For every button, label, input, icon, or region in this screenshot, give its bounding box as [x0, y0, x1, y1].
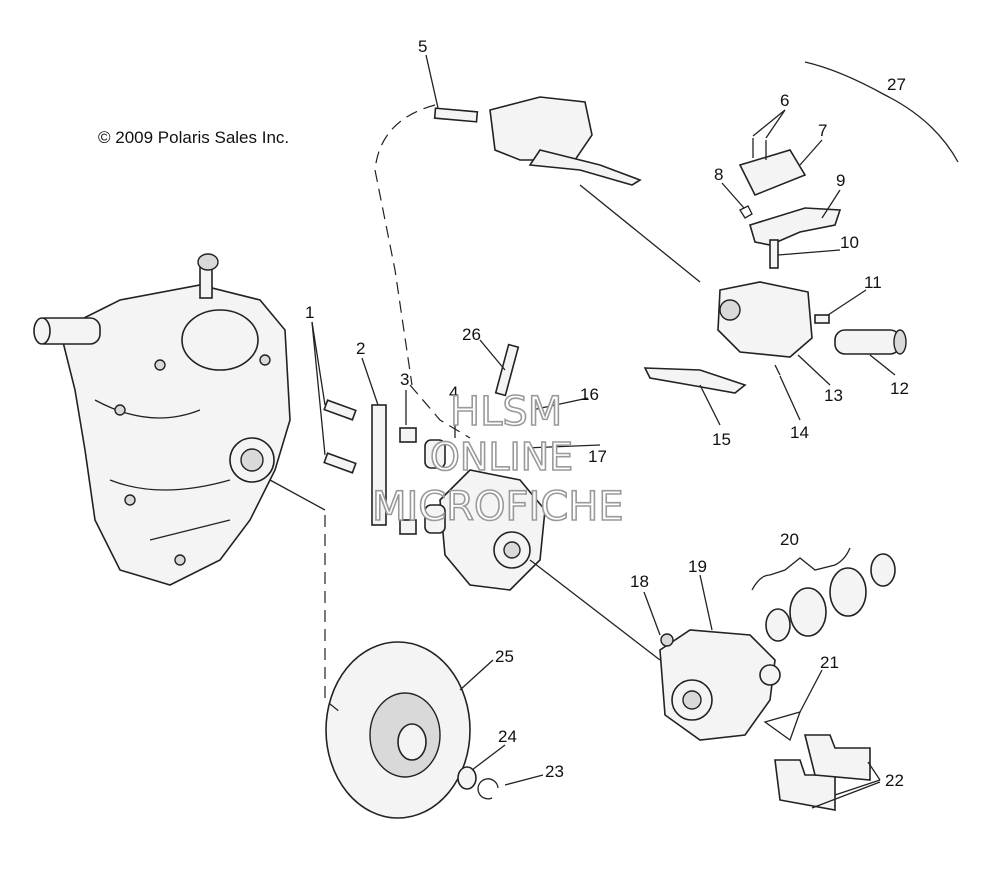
callout-14: 14	[790, 423, 809, 442]
callout-7: 7	[818, 121, 827, 140]
callout-5: 5	[418, 37, 427, 56]
callout-16: 16	[580, 385, 599, 404]
rear-caliper	[659, 629, 781, 741]
callout-3: 3	[400, 370, 409, 389]
pin	[774, 364, 781, 376]
watermark-line-2: ONLINE	[430, 435, 573, 479]
callout-25: 25	[495, 647, 514, 666]
master-cylinder-body	[717, 281, 813, 358]
callout-26: 26	[462, 325, 481, 344]
watermark-line-3: MICROFICHE	[372, 484, 624, 530]
callout-21: 21	[820, 653, 839, 672]
callout-13: 13	[824, 386, 843, 405]
callout-1: 1	[305, 303, 314, 322]
callout-19: 19	[688, 557, 707, 576]
pad-spring	[763, 711, 802, 742]
callout-23: 23	[545, 762, 564, 781]
boot-clip	[814, 314, 830, 324]
washer	[457, 766, 477, 790]
callout-9: 9	[836, 171, 845, 190]
callout-8: 8	[714, 165, 723, 184]
callout-10: 10	[840, 233, 859, 252]
cover-screws	[752, 138, 767, 160]
front-caliper	[424, 439, 546, 591]
hand-master-cylinder	[433, 96, 642, 186]
piston-seal-kit	[765, 553, 896, 642]
callout-17: 17	[588, 447, 607, 466]
callout-4: 4	[449, 383, 458, 402]
bushings	[399, 427, 417, 535]
callout-12: 12	[890, 379, 909, 398]
parking-brake-lever	[749, 207, 842, 246]
dashed-lines	[324, 104, 471, 713]
callout-18: 18	[630, 572, 649, 591]
pivot-bolt	[769, 239, 779, 269]
callout-6: 6	[780, 91, 789, 110]
callout-15: 15	[712, 430, 731, 449]
watermark: HLSM ONLINE MICROFICHE	[371, 388, 624, 531]
callout-20: 20	[780, 530, 799, 549]
callout-24: 24	[498, 727, 517, 746]
callout-2: 2	[356, 339, 365, 358]
brake-disc	[325, 641, 471, 819]
copyright-text: © 2009 Polaris Sales Inc.	[98, 128, 289, 147]
leader-lines	[269, 54, 959, 809]
throttle-grip	[834, 329, 907, 355]
caliper-bracket	[371, 404, 387, 526]
spring	[739, 205, 753, 219]
mounting-bolts	[323, 399, 357, 474]
transmission-housing	[33, 253, 291, 586]
bleeder-valve	[494, 343, 520, 397]
brake-pads	[774, 734, 871, 811]
watermark-line-1: HLSM	[450, 389, 562, 435]
callout-22: 22	[885, 771, 904, 790]
reservoir-cover	[738, 149, 807, 197]
brake-lever	[643, 367, 747, 394]
callout-labels: 1 2 3 4 5 6 7 8 9 10 11 12 13 14 15 16 1…	[305, 37, 909, 790]
snap-ring	[477, 778, 499, 800]
callout-11: 11	[864, 273, 882, 292]
callout-27: 27	[887, 75, 906, 94]
